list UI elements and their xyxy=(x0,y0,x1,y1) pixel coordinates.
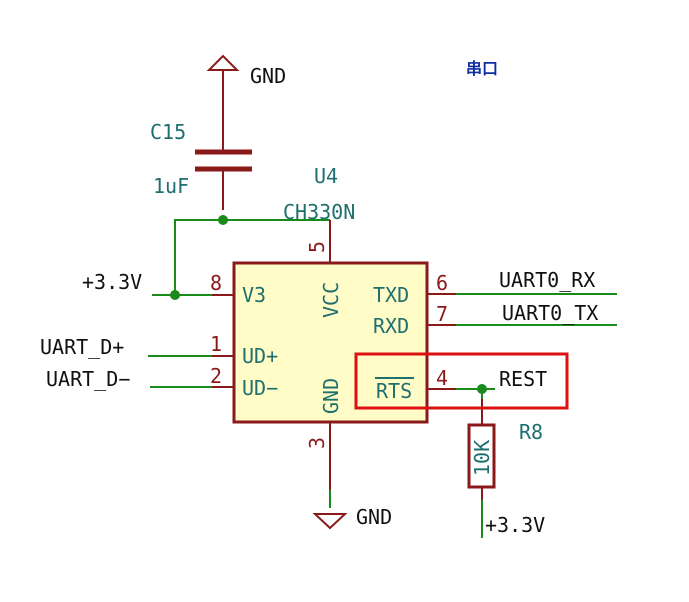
net-label-uart-tx: UART0_TX xyxy=(502,301,598,325)
pin-number: 3 xyxy=(305,437,329,449)
net-label-uart-dp: UART_D+ xyxy=(40,335,124,359)
net-label-3v3-left: +3.3V xyxy=(82,270,142,294)
highlight-box xyxy=(354,352,569,410)
junction-dot xyxy=(218,215,228,225)
gnd-bottom-label: GND xyxy=(356,505,392,529)
pin-name: UD− xyxy=(242,376,278,400)
pin-number: 8 xyxy=(210,271,222,295)
junction-dot xyxy=(170,290,180,300)
pin-name: V3 xyxy=(242,283,266,307)
pin-name: TXD xyxy=(373,283,409,307)
pin-number: 4 xyxy=(436,366,448,390)
r8-value: 10K xyxy=(470,440,494,476)
pin-number: 1 xyxy=(210,332,222,356)
pin-name: GND xyxy=(319,378,343,414)
gnd-top-label: GND xyxy=(250,64,286,88)
pin-number: 6 xyxy=(436,271,448,295)
net-label-rest: REST xyxy=(499,367,547,391)
r8-ref: R8 xyxy=(519,420,543,444)
c15-ref: C15 xyxy=(150,120,186,144)
pin-name: VCC xyxy=(319,282,343,318)
pin-name: UD+ xyxy=(242,344,278,368)
ic-pins xyxy=(212,220,456,462)
sheet-title: 串口 xyxy=(466,59,498,78)
net-label-uart-rx: UART0_RX xyxy=(499,268,595,292)
net-label-uart-dm: UART_D− xyxy=(46,367,130,391)
c15-value: 1uF xyxy=(153,174,189,198)
junction-dot xyxy=(477,384,487,394)
pin-number: 5 xyxy=(305,241,329,253)
pin-name: RTS xyxy=(376,379,412,403)
gnd-top-symbol xyxy=(206,54,240,110)
pin-name: RXD xyxy=(373,314,409,338)
resistor-r8 xyxy=(467,399,496,500)
capacitor-c15 xyxy=(195,110,252,210)
ic-ref: U4 xyxy=(314,164,338,188)
net-label-3v3-bottom: +3.3V xyxy=(485,513,545,537)
gnd-bottom-symbol xyxy=(312,462,348,530)
ic-body xyxy=(232,261,429,424)
pin-number: 7 xyxy=(436,302,448,326)
pin-number: 2 xyxy=(210,364,222,388)
ic-part: CH330N xyxy=(283,200,355,224)
